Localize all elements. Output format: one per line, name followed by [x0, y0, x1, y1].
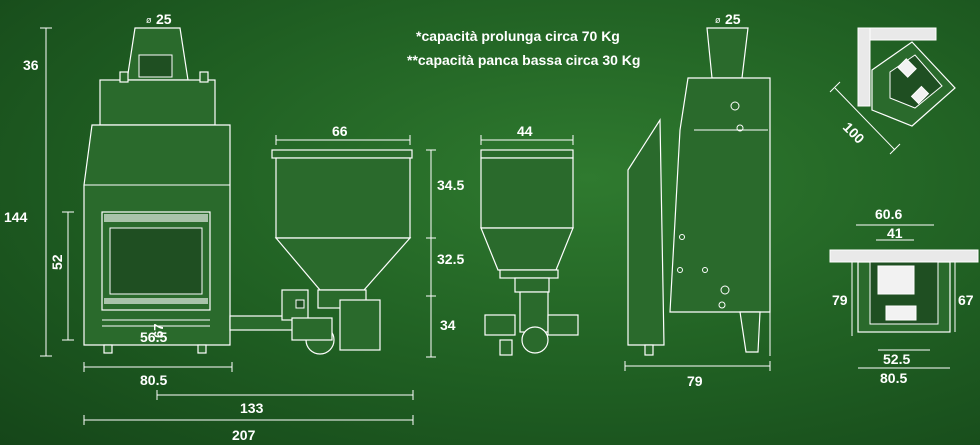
- dim-52-5: 52.5: [883, 351, 910, 367]
- note-bench-capacity: **capacità panca bassa circa 30 Kg: [407, 52, 640, 68]
- dim-79-side: 79: [687, 373, 703, 389]
- dim-56-5: 56.5: [140, 329, 167, 345]
- dim-207: 207: [232, 427, 256, 443]
- dim-44: 44: [517, 123, 533, 139]
- note-extension-capacity: *capacità prolunga circa 70 Kg: [416, 28, 620, 44]
- dim-80-5-plan: 80.5: [880, 370, 907, 386]
- corner-plan-view: [829, 27, 956, 155]
- side-view: [627, 27, 771, 356]
- dim-133: 133: [240, 400, 264, 416]
- flue-diameter-front: 25: [156, 11, 172, 27]
- dim-36: 36: [23, 57, 39, 73]
- front-view: [83, 27, 301, 354]
- wall-plan-view: [829, 249, 979, 333]
- dim-32-5: 32.5: [437, 251, 464, 267]
- dim-79-plan: 79: [832, 292, 848, 308]
- dim-52: 52: [49, 254, 65, 270]
- dim-67-front: 67: [151, 324, 166, 338]
- dim-34-5: 34.5: [437, 177, 464, 193]
- dim-34: 34: [440, 317, 456, 333]
- dim-41: 41: [887, 225, 903, 241]
- hopper-front-view: [271, 149, 413, 355]
- dim-100: 100: [840, 119, 868, 147]
- dim-60-6: 60.6: [875, 206, 902, 222]
- diameter-symbol-front: ø: [146, 15, 152, 25]
- dim-66: 66: [332, 123, 348, 139]
- diameter-symbol-side: ø: [715, 15, 721, 25]
- hopper-side-view: [480, 149, 579, 356]
- flue-diameter-side: 25: [725, 11, 741, 27]
- dim-80-5-front: 80.5: [140, 372, 167, 388]
- dim-67-plan: 67: [958, 292, 974, 308]
- dim-144: 144: [4, 209, 28, 225]
